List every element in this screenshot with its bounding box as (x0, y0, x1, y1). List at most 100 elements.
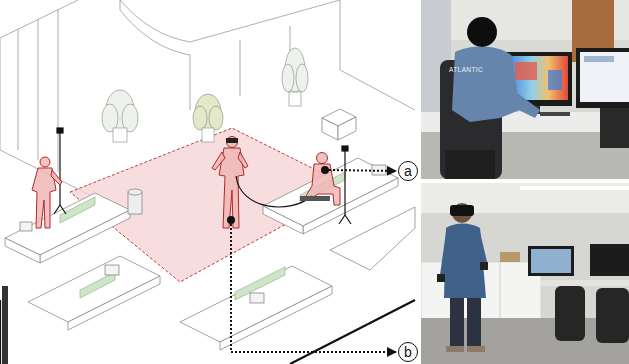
photo-desk-user (421, 0, 629, 179)
photo-desk-user (540, 112, 570, 116)
photo-desk-user (421, 0, 629, 179)
person-figure (317, 153, 328, 164)
desk (263, 206, 303, 234)
room-walls (240, 40, 241, 96)
room-walls (120, 0, 340, 42)
photo-vr-user (528, 246, 574, 276)
floor-edge (290, 300, 415, 364)
potted-plant (289, 92, 301, 106)
photo-desk-user (548, 70, 562, 90)
computer-monitor (250, 293, 264, 303)
base-station (344, 150, 345, 215)
room-walls (340, 0, 341, 70)
person-figure (238, 152, 248, 168)
photo-vr-user (467, 298, 481, 348)
photo-desk-user (498, 80, 540, 118)
room-walls (58, 9, 59, 172)
leader-arrow (329, 170, 396, 171)
photo-desk-user (600, 108, 629, 148)
base-station (57, 128, 63, 133)
person-figure (51, 170, 62, 185)
potted-plant (102, 48, 308, 142)
callout-letter: a (404, 164, 412, 178)
base-station (60, 205, 66, 214)
potted-plant (113, 128, 127, 142)
room-walls (38, 19, 39, 160)
desk-partition (60, 172, 345, 300)
person-figure (212, 152, 225, 170)
base-station (54, 205, 60, 214)
printer (322, 118, 338, 140)
photo-desk-user (445, 150, 495, 179)
trash-bin (128, 189, 142, 195)
leader-arrow (231, 224, 396, 352)
photo-desk-user (584, 56, 614, 62)
callout-circle: a (398, 161, 418, 181)
photo-vr-user (421, 183, 629, 364)
photo-vr-user (440, 232, 452, 278)
room-walls (0, 0, 78, 150)
printer (322, 109, 356, 140)
photo-vr-user (421, 183, 629, 364)
photo-vr-user (467, 346, 485, 352)
floor-edge (0, 300, 1, 364)
photo-vr-user (450, 298, 464, 348)
callout-circle: b (398, 342, 418, 362)
potted-plant (282, 64, 294, 92)
photo-vr-user (596, 288, 629, 343)
potted-plant (202, 128, 214, 142)
potted-plant (296, 64, 308, 92)
room-walls (340, 70, 415, 110)
photo-vr-user (437, 274, 445, 282)
base-station (342, 146, 348, 151)
person-figure (32, 137, 340, 229)
computer-monitor (105, 265, 119, 275)
photo-vr-user (446, 346, 464, 352)
photo-gap (421, 179, 629, 183)
room-walls (18, 29, 19, 150)
photo-vr-user (450, 205, 474, 216)
anchor-dot (321, 166, 329, 174)
computer-monitor (20, 165, 386, 303)
photo-vr-user (531, 249, 571, 273)
photo-vr-user (555, 286, 585, 341)
vr-headset (226, 138, 238, 143)
person-figure (227, 137, 238, 148)
photo-vr-user (500, 262, 501, 320)
laptop (300, 196, 330, 201)
desk (40, 210, 130, 263)
computer-monitor (20, 222, 32, 231)
photo-desk-user (452, 46, 520, 122)
photo-vr-user (500, 252, 520, 262)
desk-partition (80, 272, 115, 298)
photo-vr-user (480, 262, 488, 270)
anchor-dot (227, 216, 235, 224)
wall-panel (2, 286, 8, 364)
photo-vr-user (590, 244, 629, 276)
photo-desk-user (576, 48, 629, 108)
photo-desk-user (467, 17, 497, 47)
desk (68, 276, 160, 330)
tether-cable (236, 176, 312, 207)
potted-plant (209, 106, 223, 130)
photo-vr-user (540, 280, 629, 286)
room-walls (120, 0, 190, 110)
base-station (54, 128, 351, 224)
printer (338, 117, 356, 140)
callout-letter: b (404, 345, 412, 359)
desk (5, 238, 40, 263)
potted-plant (193, 106, 207, 130)
desk (330, 207, 415, 270)
trash-bin (128, 189, 142, 214)
photo-desk-user (515, 62, 537, 80)
desk-partition (60, 197, 95, 223)
base-station (59, 132, 60, 205)
base-station (339, 215, 345, 224)
person-figure (40, 157, 50, 167)
base-station (345, 215, 351, 224)
chair-brand-text: ATLANTIC (449, 66, 483, 73)
desk (5, 158, 415, 350)
